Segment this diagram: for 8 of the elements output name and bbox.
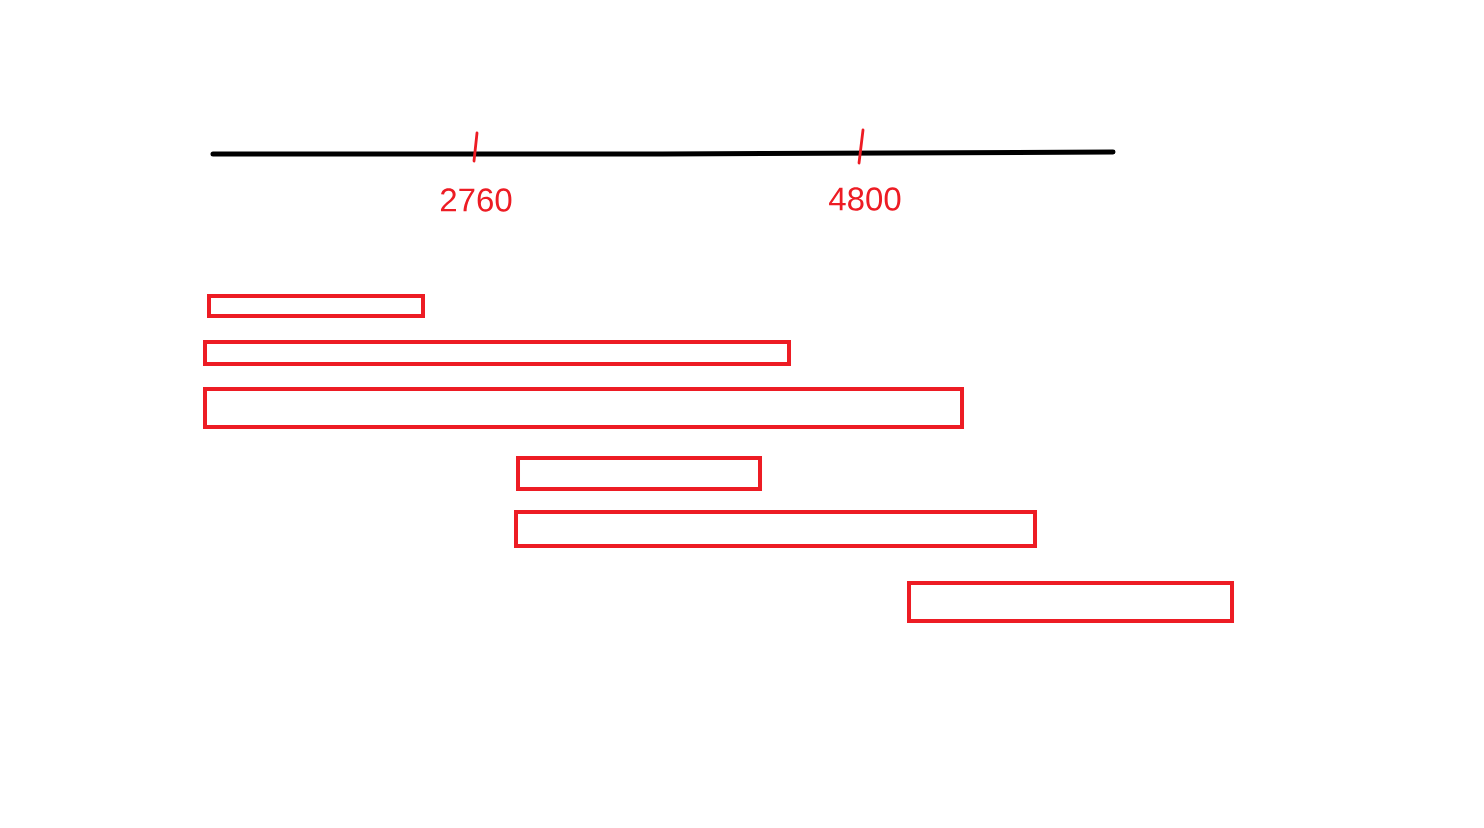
bar [514, 510, 1037, 548]
bar [516, 456, 762, 491]
bar [203, 387, 964, 429]
tick-label: 2760 [440, 188, 512, 212]
tick-label: 4800 [829, 187, 901, 211]
bar [203, 340, 791, 366]
bar [907, 581, 1234, 623]
bar [207, 294, 425, 318]
